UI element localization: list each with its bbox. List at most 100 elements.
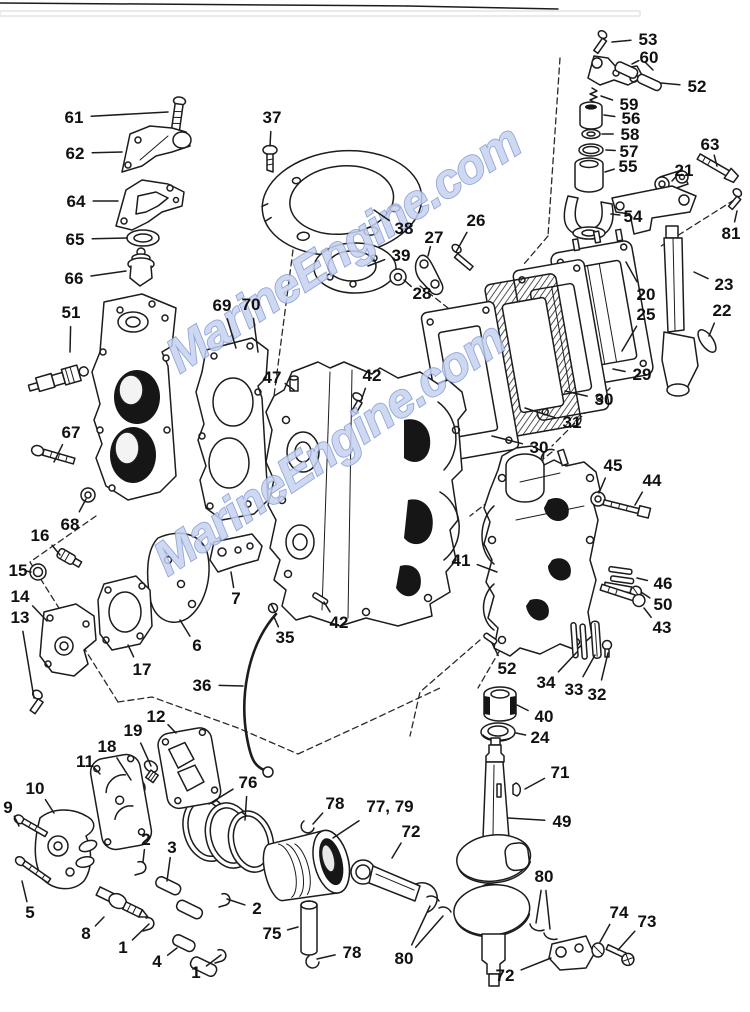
callout-leader-line (179, 619, 191, 637)
callout-leader-line (244, 795, 248, 821)
callout-leader-line (167, 723, 177, 734)
part-number-label: 8 (81, 924, 90, 943)
callout-leader-line (611, 39, 632, 43)
mount-bracket (121, 125, 192, 173)
callout-leader-line (507, 817, 546, 821)
stator-ring-plate (261, 149, 423, 257)
callout-leader-line (44, 798, 55, 814)
callout-leader-line (230, 571, 235, 589)
cap-washer (591, 942, 605, 958)
part-number-label: 78 (326, 794, 345, 813)
part-number-label: 14 (11, 587, 30, 606)
part-number-label: 4 (152, 952, 162, 971)
part-number-label: 7 (231, 589, 240, 608)
support-disc (313, 242, 397, 294)
part-number-label: 1 (191, 963, 200, 982)
part-number-label: 30 (595, 390, 614, 409)
callout-leader-line (491, 642, 499, 657)
detent-spring (589, 87, 598, 104)
locating-pins (570, 620, 602, 660)
spark-plug (27, 364, 90, 393)
cam-follower-bracket (563, 195, 614, 240)
part-number-label: 1 (118, 938, 127, 957)
link-bolt (696, 153, 740, 184)
callout-leader-line (373, 209, 391, 222)
part-number-label: 23 (715, 275, 734, 294)
callout-leader-line (367, 258, 386, 267)
lead-wire (243, 602, 279, 778)
part-number-label: 74 (610, 903, 629, 922)
pump-diaphragm (89, 753, 153, 851)
callout-leader-line (93, 766, 101, 775)
recirculation-arm (611, 185, 697, 235)
part-number-label: 54 (624, 207, 643, 226)
part-number-label: 11 (76, 752, 94, 771)
part-number-label: 31 (563, 413, 582, 432)
part-number-label: 58 (621, 125, 640, 144)
rubber-grommet (389, 268, 407, 286)
part-number-label: 69 (213, 296, 232, 315)
retainer-clip-b (218, 892, 231, 908)
callout-leader-line (53, 443, 64, 463)
bypass-plate (97, 575, 153, 651)
part-number-label: 76 (239, 773, 258, 792)
part-number-label: 24 (531, 728, 550, 747)
part-number-label: 80 (535, 867, 554, 886)
mount-gasket (115, 179, 185, 231)
callout-leader-line (51, 544, 61, 556)
part-number-label: 61 (65, 108, 84, 127)
part-number-label: 16 (31, 526, 50, 545)
part-number-label: 10 (26, 779, 45, 798)
callout-leader-line (391, 842, 402, 859)
callout-leader-line (640, 591, 651, 599)
o-ring (578, 143, 604, 157)
part-number-label: 36 (193, 676, 212, 695)
callout-leader-line (142, 848, 146, 863)
callout-leader-line (403, 279, 412, 288)
part-number-label: 40 (535, 707, 554, 726)
part-number-label: 9 (3, 798, 12, 817)
part-number-label: 13 (11, 608, 30, 627)
crankcase-half (481, 445, 601, 657)
part-number-label: 77, 79 (366, 797, 413, 816)
pump-bolt-lower (14, 856, 52, 884)
callout-leader-line (476, 563, 498, 573)
crankcase-bolt-long (602, 499, 652, 519)
part-number-label: 57 (620, 142, 639, 161)
center-bearing (483, 686, 517, 722)
part-number-label: 5 (25, 903, 34, 922)
callout-leader-line (612, 368, 626, 373)
callout-layer: 5360525956585755546321816162646566373839… (3, 30, 740, 985)
part-number-label: 45 (604, 456, 623, 475)
part-number-label: 33 (565, 680, 584, 699)
tiny-screw-32 (601, 639, 613, 658)
part-number-label: 72 (402, 822, 421, 841)
plug-o-ring (29, 563, 47, 581)
callout-leader-line (410, 905, 431, 946)
callout-leader-line (127, 644, 135, 658)
callout-leader-line (455, 231, 468, 253)
crankcase-washer (590, 491, 606, 507)
callout-leader-line (332, 820, 360, 839)
callout-leader-line (603, 114, 616, 118)
flange-bolt-long (599, 583, 646, 608)
callout-leader-line (605, 149, 616, 152)
callout-leader-line (139, 742, 152, 767)
callout-leader-line (131, 923, 150, 941)
fuel-tube (661, 225, 699, 397)
block-stud (289, 375, 299, 392)
rod-bolt (605, 943, 635, 967)
woodruff-key (512, 782, 522, 797)
callout-leader-line (414, 915, 444, 949)
part-number-label: 27 (425, 228, 444, 247)
part-number-label: 34 (537, 673, 556, 692)
part-number-label: 3 (167, 838, 176, 857)
retainer-clip-a (134, 860, 147, 876)
part-number-label: 70 (242, 295, 261, 314)
pump-bolt-upper (13, 814, 49, 838)
callout-leader-line (545, 889, 551, 930)
callout-leader-line (610, 213, 621, 216)
callout-leader-line (69, 325, 72, 353)
